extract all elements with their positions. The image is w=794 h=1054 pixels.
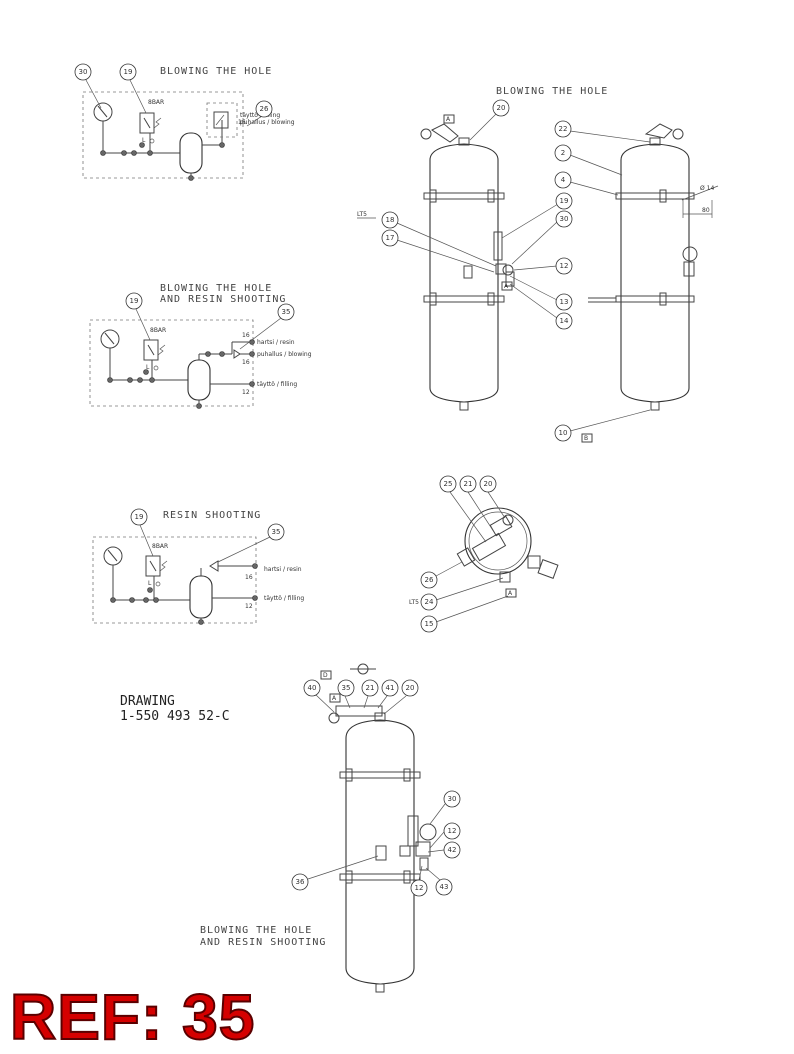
balloon-tf-20: 20 <box>497 104 506 112</box>
schematic-blowing-and-resin: BLOWING THE HOLE AND RESIN SHOOTING 8BAR… <box>89 283 312 409</box>
balloon-tf-13: 13 <box>560 298 569 306</box>
balloon-tv-26: 26 <box>425 576 434 584</box>
tank-front-view: BLOWING THE HOLE A A LT5 20 18 <box>357 86 608 411</box>
balloon-ts-10: 10 <box>559 429 568 437</box>
balloon-tb-20: 20 <box>406 684 415 692</box>
schematic3-title: RESIN SHOOTING <box>163 510 261 521</box>
tank-side-dim-80: 80 <box>702 207 710 214</box>
svg-text:A: A <box>504 283 509 290</box>
s2-label-blowing: puhallus / blowing <box>257 351 312 358</box>
schematic-resin-shooting: RESIN SHOOTING 8BAR L 16 12 hartsi / res… <box>92 508 304 625</box>
tank-bottom-title-2: AND RESIN SHOOTING <box>200 937 326 948</box>
balloon-tb-41: 41 <box>386 684 395 692</box>
tank-side-view: Ø 14 80 B 22 2 4 10 <box>554 120 719 443</box>
s3-label-resin: hartsi / resin <box>264 566 302 573</box>
tank-front-title: BLOWING THE HOLE <box>496 86 608 97</box>
tank-side-ref-b: B <box>584 435 588 442</box>
balloon-tb-36: 36 <box>296 878 305 886</box>
schematic1-port: 16 <box>238 119 246 126</box>
balloon-tf-30: 30 <box>560 215 569 223</box>
balloon-tf-19: 19 <box>560 197 569 205</box>
tank-top-view: A LT5 25 21 20 26 24 15 <box>409 475 559 633</box>
top-view-lt: LT5 <box>409 599 419 606</box>
balloon-s1-30: 30 <box>79 68 88 76</box>
balloon-s3-19: 19 <box>135 513 144 521</box>
balloon-tb-12a: 12 <box>448 827 457 835</box>
balloon-tv-21: 21 <box>464 480 473 488</box>
svg-text:L: L <box>142 137 146 144</box>
balloon-s1-19: 19 <box>124 68 133 76</box>
balloon-s3-35: 35 <box>272 528 281 536</box>
balloon-tf-14: 14 <box>560 317 569 325</box>
schematic1-label-blowing: puhallus / blowing <box>240 119 295 126</box>
schematic2-pressure: 8BAR <box>150 327 166 334</box>
balloon-tb-40: 40 <box>308 684 317 692</box>
balloon-ts-22: 22 <box>559 125 568 133</box>
tank-bottom-ref-a: A <box>332 695 337 702</box>
tank-front-ref-a: A <box>446 116 451 123</box>
balloon-tf-12: 12 <box>560 262 569 270</box>
s3-port-16: 16 <box>245 574 253 581</box>
svg-text:L: L <box>146 364 150 371</box>
schematic-blowing-the-hole: BLOWING THE HOLE 8BAR L 16 täyttö / fill… <box>74 63 295 181</box>
s2-label-filling: täyttö / filling <box>257 381 297 388</box>
balloon-tv-15: 15 <box>425 620 434 628</box>
tank-front-lt: LT5 <box>357 211 367 218</box>
drawing-code: 1-550 493 52-C <box>120 709 230 724</box>
balloon-tv-24: 24 <box>425 598 434 606</box>
s2-port-12: 12 <box>242 389 250 396</box>
schematic2-title-2: AND RESIN SHOOTING <box>160 294 286 305</box>
balloon-s2-19: 19 <box>130 297 139 305</box>
tank-side-dim-diameter: Ø 14 <box>700 185 714 192</box>
balloon-s2-35: 35 <box>282 308 291 316</box>
s2-port-16a: 16 <box>242 332 250 339</box>
drawing-number: DRAWING 1-550 493 52-C <box>120 694 230 724</box>
ref-label: REF: 35 <box>9 980 256 1054</box>
balloon-tv-25: 25 <box>444 480 453 488</box>
tank-bottom-ref-d: D <box>323 672 328 679</box>
balloon-s1-26: 26 <box>260 105 269 113</box>
balloon-tb-43: 43 <box>440 883 449 891</box>
balloon-ts-2: 2 <box>561 149 565 157</box>
balloon-tb-12b: 12 <box>415 884 424 892</box>
tank-bottom-title-1: BLOWING THE HOLE <box>200 925 312 936</box>
drawing-label: DRAWING <box>120 694 175 709</box>
schematic2-title-1: BLOWING THE HOLE <box>160 283 272 294</box>
balloon-tb-21: 21 <box>366 684 375 692</box>
svg-text:L: L <box>148 580 152 587</box>
balloon-tb-30: 30 <box>448 795 457 803</box>
balloon-tb-35: 35 <box>342 684 351 692</box>
top-view-ref-a: A <box>508 590 513 597</box>
balloon-tf-17: 17 <box>386 234 395 242</box>
balloon-tv-20: 20 <box>484 480 493 488</box>
schematic3-pressure: 8BAR <box>152 543 168 550</box>
schematic1-pressure: 8BAR <box>148 99 164 106</box>
tank-bottom-view: D A BLOWING THE HOLE AND RESIN SHOOTING … <box>200 663 461 993</box>
s2-port-16b: 16 <box>242 359 250 366</box>
schematic1-title: BLOWING THE HOLE <box>160 66 272 77</box>
s2-label-resin: hartsi / resin <box>257 339 295 346</box>
balloon-tf-18: 18 <box>386 216 395 224</box>
balloon-ts-4: 4 <box>561 176 566 184</box>
balloon-tb-42: 42 <box>448 846 457 854</box>
s3-port-12: 12 <box>245 603 253 610</box>
s3-label-filling: täyttö / filling <box>264 595 304 602</box>
